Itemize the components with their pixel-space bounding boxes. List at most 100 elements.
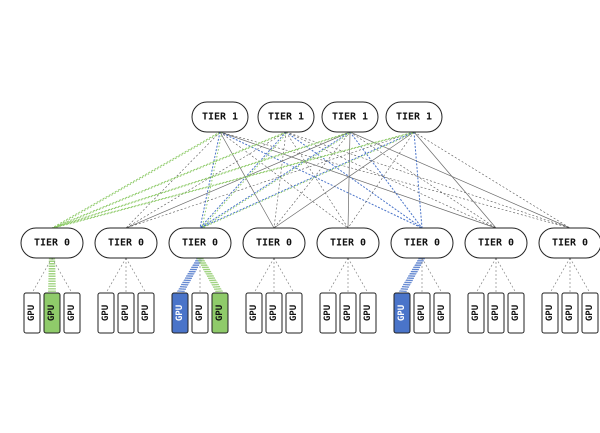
link-tier1-tier0 xyxy=(285,131,349,229)
link-tier1-tier0-green-overlay xyxy=(201,131,353,229)
link-tier0-gpu-blue xyxy=(403,257,425,294)
link-tier1-tier0 xyxy=(125,131,287,229)
gpu-6-1: GPU xyxy=(393,292,411,334)
gpu-4-1: GPU xyxy=(245,292,263,334)
tier0-label: TIER 0 xyxy=(404,238,440,249)
gpu-7-1: GPU xyxy=(467,292,485,334)
gpu-label: GPU xyxy=(175,305,185,321)
gpu-8-2: GPU xyxy=(561,292,579,334)
gpu-label: GPU xyxy=(437,305,447,321)
tier0-label: TIER 0 xyxy=(256,238,292,249)
gpu-2-3: GPU xyxy=(137,292,155,334)
link-tier0-gpu xyxy=(549,257,571,294)
link-tier1-tier0 xyxy=(219,131,275,229)
gpu-1-2: GPU xyxy=(43,292,61,334)
gpu-label: GPU xyxy=(545,305,555,321)
tier1-switch-4: TIER 1 xyxy=(385,101,443,133)
tier0-label: TIER 0 xyxy=(182,238,218,249)
tier0-label: TIER 0 xyxy=(34,238,70,249)
gpu-label: GPU xyxy=(101,305,111,321)
link-tier0-gpu xyxy=(273,257,295,294)
link-tier0-gpu xyxy=(105,257,127,294)
tier0-switch-4: TIER 0 xyxy=(242,227,306,259)
tier1-label: TIER 1 xyxy=(202,112,238,123)
link-tier1-tier0-green-overlay xyxy=(201,131,289,229)
tier1-label: TIER 1 xyxy=(332,112,368,123)
link-tier0-gpu-blue xyxy=(177,257,199,294)
link-tier1-tier0 xyxy=(219,131,571,229)
link-tier0-gpu-green xyxy=(201,257,223,294)
gpu-8-1: GPU xyxy=(541,292,559,334)
link-tier1-tier0-blue xyxy=(199,131,287,229)
gpu-7-3: GPU xyxy=(507,292,525,334)
link-tier0-gpu xyxy=(421,257,443,294)
link-tier1-tier0-blue xyxy=(199,131,351,229)
link-tier0-gpu xyxy=(253,257,275,294)
gpu-label: GPU xyxy=(491,305,501,321)
link-tier1-tier0 xyxy=(125,131,351,229)
tier0-switch-6: TIER 0 xyxy=(390,227,454,259)
link-tier1-tier0-green xyxy=(51,131,221,229)
link-tier0-gpu-green xyxy=(202,257,224,294)
link-tier0-gpu-green xyxy=(200,257,222,294)
gpu-3-3: GPU xyxy=(211,292,229,334)
tier0-switch-2: TIER 0 xyxy=(94,227,158,259)
gpu-label: GPU xyxy=(47,305,57,321)
link-tier1-tier0 xyxy=(413,131,571,229)
link-tier1-tier0-blue xyxy=(199,131,221,229)
gpu-label: GPU xyxy=(343,305,353,321)
gpu-2-2: GPU xyxy=(117,292,135,334)
link-tier1-tier0 xyxy=(219,131,349,229)
link-layer xyxy=(31,131,591,294)
link-tier0-gpu xyxy=(475,257,497,294)
link-tier1-tier0 xyxy=(273,131,351,229)
gpu-5-1: GPU xyxy=(319,292,337,334)
link-tier1-tier0-green xyxy=(51,131,287,229)
link-tier0-gpu-blue xyxy=(401,257,423,294)
gpu-label: GPU xyxy=(121,305,131,321)
link-tier1-tier0-green-overlay xyxy=(201,131,417,229)
tier0-switch-3: TIER 0 xyxy=(168,227,232,259)
link-tier0-gpu-green xyxy=(54,257,56,294)
link-tier0-gpu-blue xyxy=(180,257,202,294)
gpu-label: GPU xyxy=(363,305,373,321)
gpu-label: GPU xyxy=(511,305,521,321)
gpu-6-2: GPU xyxy=(413,292,431,334)
tier1-switch-1: TIER 1 xyxy=(191,101,249,133)
tier1-label: TIER 1 xyxy=(268,112,304,123)
link-tier0-gpu-blue xyxy=(400,257,422,294)
link-tier0-gpu-blue xyxy=(179,257,201,294)
gpu-label: GPU xyxy=(195,305,205,321)
gpu-8-3: GPU xyxy=(581,292,599,334)
tier1-switch-3: TIER 1 xyxy=(321,101,379,133)
gpu-4-3: GPU xyxy=(285,292,303,334)
link-tier1-tier0-green-overlay xyxy=(53,131,223,229)
gpu-label: GPU xyxy=(323,305,333,321)
link-tier0-gpu-blue xyxy=(402,257,424,294)
tier1-switch-2: TIER 1 xyxy=(257,101,315,133)
link-tier0-gpu-green xyxy=(198,257,220,294)
link-tier0-gpu-blue xyxy=(178,257,200,294)
gpu-3-2: GPU xyxy=(191,292,209,334)
link-tier1-tier0 xyxy=(273,131,287,229)
link-tier1-tier0 xyxy=(219,131,497,229)
node-layer: TIER 1 TIER 1 TIER 1 TIER 1 TIER 0 TIER 0 TIER… xyxy=(20,101,600,334)
link-tier0-gpu-blue xyxy=(398,257,420,294)
link-tier1-tier0-green-overlay xyxy=(53,131,289,229)
link-tier0-gpu-green xyxy=(199,257,221,294)
link-tier1-tier0-green xyxy=(51,131,351,229)
link-tier0-gpu-blue xyxy=(182,257,204,294)
gpu-label: GPU xyxy=(397,305,407,321)
tier1-label: TIER 1 xyxy=(396,112,432,123)
link-tier0-gpu-blue xyxy=(399,257,421,294)
link-tier0-gpu-blue xyxy=(404,257,426,294)
link-tier1-tier0 xyxy=(349,131,571,229)
tier0-label: TIER 0 xyxy=(108,238,144,249)
gpu-5-3: GPU xyxy=(359,292,377,334)
gpu-label: GPU xyxy=(585,305,595,321)
gpu-4-2: GPU xyxy=(265,292,283,334)
gpu-3-1: GPU xyxy=(171,292,189,334)
link-tier0-gpu xyxy=(327,257,349,294)
link-tier0-gpu-green xyxy=(197,257,219,294)
